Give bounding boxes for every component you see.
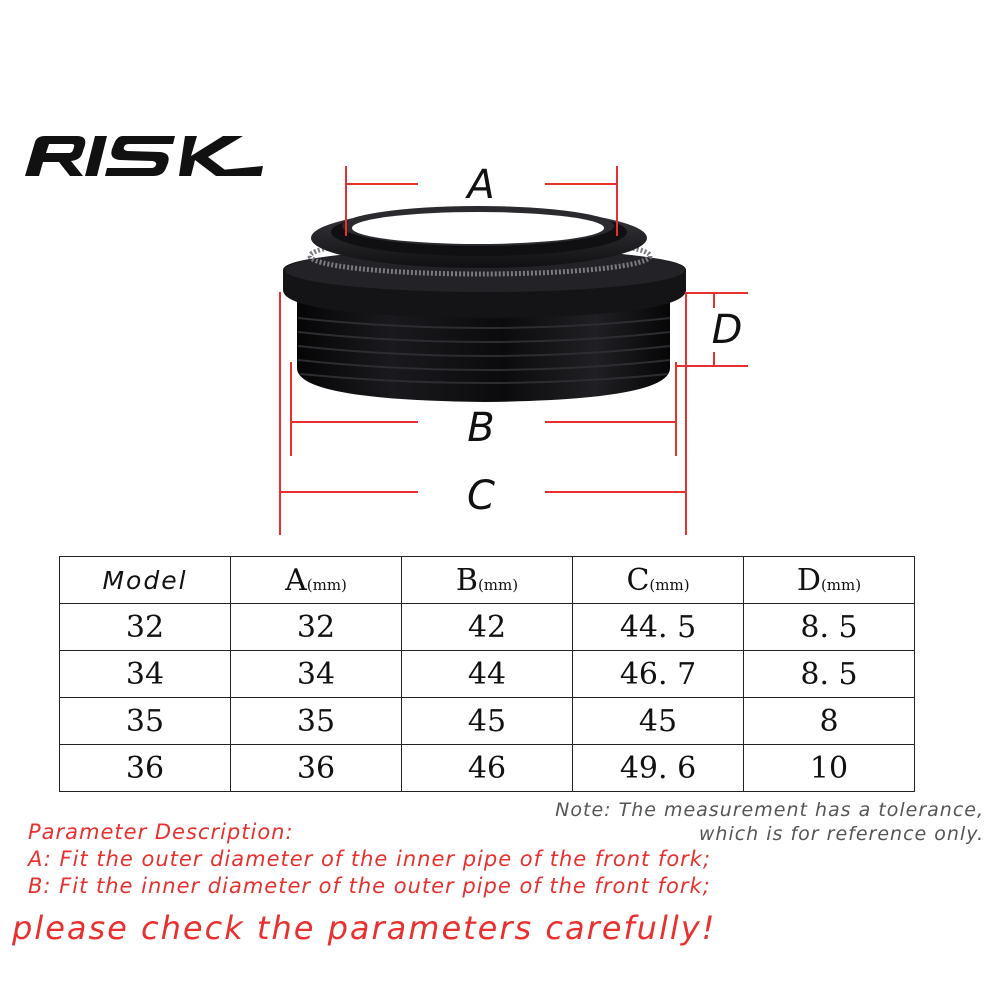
table-cell: 32 bbox=[59, 603, 231, 651]
dimension-label-a: A bbox=[467, 162, 495, 208]
tolerance-note-line-1: Note: The measurement has a tolerance, bbox=[555, 799, 984, 821]
parameter-description: Parameter Description: A: Fit the outer … bbox=[28, 819, 711, 900]
seal-spring bbox=[307, 235, 653, 277]
table-cell: 46 bbox=[401, 744, 573, 792]
table-cell: 35 bbox=[230, 697, 402, 745]
table-cell: 45 bbox=[572, 697, 744, 745]
table-cell: 36 bbox=[230, 744, 402, 792]
table-row: 35 35 45 45 8 bbox=[59, 697, 915, 745]
seal-thread-grooves bbox=[297, 317, 671, 384]
table-cell: 34 bbox=[230, 650, 402, 698]
table-cell: 8. 5 bbox=[743, 650, 915, 698]
dimension-label-c: C bbox=[467, 473, 495, 519]
tolerance-note: Note: The measurement has a tolerance, w… bbox=[555, 798, 984, 846]
parameter-description-a: A: Fit the outer diameter of the inner p… bbox=[28, 847, 712, 871]
fork-seal-illustration bbox=[279, 166, 748, 535]
header-b: B(mm) bbox=[401, 556, 573, 604]
spec-table: Model A(mm) B(mm) C(mm) D(mm) 32 32 42 4… bbox=[59, 556, 915, 792]
brand-logo bbox=[25, 136, 263, 176]
dimension-label-b: B bbox=[467, 405, 495, 451]
table-header-row: Model A(mm) B(mm) C(mm) D(mm) bbox=[59, 556, 915, 604]
table-cell: 44. 5 bbox=[572, 603, 744, 651]
table-cell: 8 bbox=[743, 697, 915, 745]
table-cell: 34 bbox=[59, 650, 231, 698]
table-row: 34 34 44 46. 7 8. 5 bbox=[59, 650, 915, 698]
header-c: C(mm) bbox=[572, 556, 744, 604]
table-cell: 8. 5 bbox=[743, 603, 915, 651]
table-cell: 45 bbox=[401, 697, 573, 745]
table-cell: 36 bbox=[59, 744, 231, 792]
parameter-description-title: Parameter Description: bbox=[28, 820, 294, 844]
header-model: Model bbox=[59, 556, 231, 604]
table-cell: 10 bbox=[743, 744, 915, 792]
table-row: 36 36 46 49. 6 10 bbox=[59, 744, 915, 792]
table-cell: 35 bbox=[59, 697, 231, 745]
table-row: 32 32 42 44. 5 8. 5 bbox=[59, 603, 915, 651]
table-cell: 49. 6 bbox=[572, 744, 744, 792]
header-d: D(mm) bbox=[743, 556, 915, 604]
dimension-lines bbox=[279, 166, 748, 535]
tolerance-note-line-2: which is for reference only. bbox=[698, 823, 984, 845]
dimension-label-d: D bbox=[711, 307, 743, 353]
table-cell: 44 bbox=[401, 650, 573, 698]
table-cell: 46. 7 bbox=[572, 650, 744, 698]
check-parameters-warning: please check the parameters carefully! bbox=[12, 909, 717, 947]
table-cell: 42 bbox=[401, 603, 573, 651]
table-cell: 32 bbox=[230, 603, 402, 651]
seal-inner-bore bbox=[352, 212, 604, 244]
header-a: A(mm) bbox=[230, 556, 402, 604]
parameter-description-b: B: Fit the inner diameter of the outer p… bbox=[28, 874, 711, 898]
